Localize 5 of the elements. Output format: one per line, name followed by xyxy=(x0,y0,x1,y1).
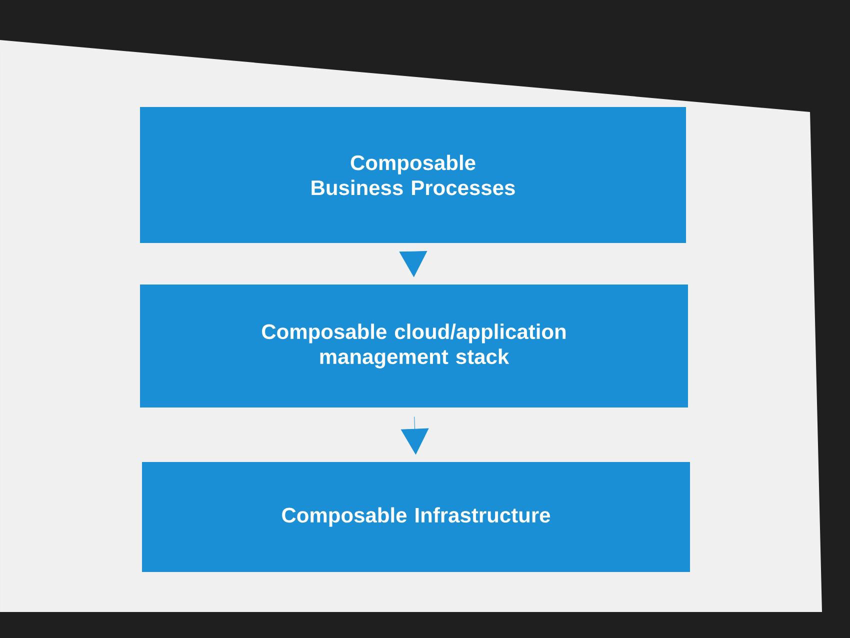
arrow xyxy=(400,416,429,455)
process-box: Composable Infrastructure xyxy=(142,462,690,572)
arrow xyxy=(399,250,428,278)
process-box: Composable Business Processes xyxy=(140,107,686,243)
process-box: Composable cloud/application management stack xyxy=(140,284,688,408)
